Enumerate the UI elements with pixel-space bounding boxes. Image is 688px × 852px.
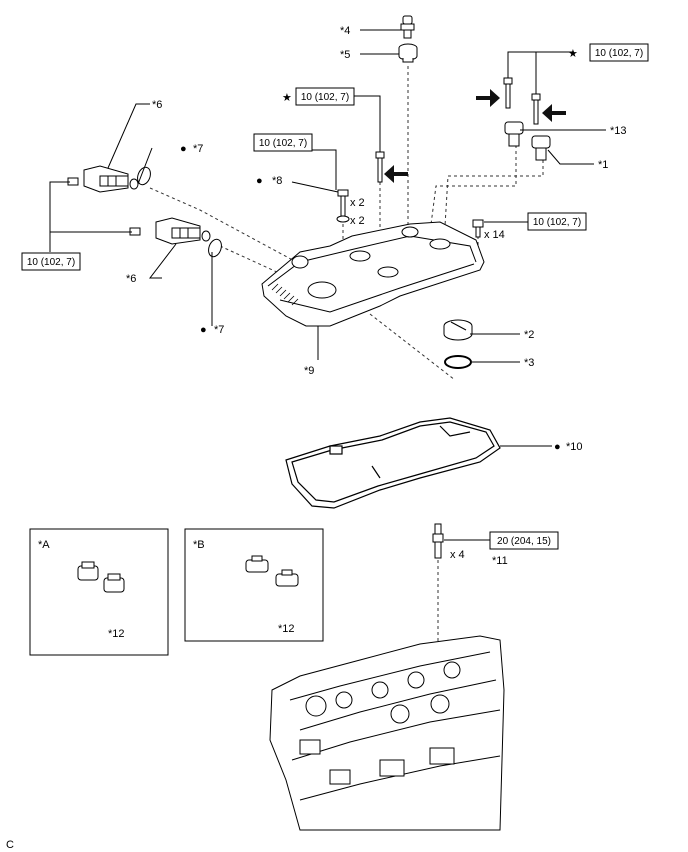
star-icon: ★ — [568, 48, 578, 60]
assembly-lines — [149, 66, 544, 648]
part-6-ocv-upper — [67, 165, 139, 193]
stud-bolt-right-2 — [531, 93, 541, 125]
part-13-cam-sensor — [504, 121, 524, 147]
callout-6-upper: *6 — [152, 99, 162, 111]
callout-7-lower: *7 — [214, 324, 224, 336]
figure-code: C — [6, 839, 14, 851]
leader-lines — [49, 29, 606, 626]
part-6-ocv-lower — [129, 217, 211, 245]
qty-bolt-8: x 2 — [350, 197, 365, 209]
torque-box-spark-plug: 20 (204, 15) — [489, 531, 559, 550]
torque-box-x14: 10 (102, 7) — [527, 212, 587, 231]
inset-a-title: *A — [38, 539, 50, 551]
arrow-right-2 — [542, 104, 566, 122]
torque-value: 10 (102, 7) — [27, 257, 75, 268]
stud-bolt-right-1 — [503, 77, 513, 109]
callout-5: *5 — [340, 49, 350, 61]
callout-12-b: *12 — [278, 623, 295, 635]
torque-value: 20 (204, 15) — [497, 536, 551, 547]
seal-parts-b — [245, 555, 299, 587]
callout-10: *10 — [566, 441, 583, 453]
seal-parts-a — [77, 561, 125, 593]
torque-value: 10 (102, 7) — [301, 92, 349, 103]
dot-icon: ● — [256, 175, 263, 187]
callout-7-upper: *7 — [193, 143, 203, 155]
torque-value: 10 (102, 7) — [259, 138, 307, 149]
star-icon: ★ — [282, 92, 292, 104]
torque-box-left: 10 (102, 7) — [21, 252, 81, 271]
small-bolt-x14 — [472, 219, 484, 238]
callout-4: *4 — [340, 25, 350, 37]
part-9-cylinder-head-cover — [261, 221, 485, 327]
callout-2: *2 — [524, 329, 534, 341]
part-7-oring-lower — [208, 238, 222, 258]
part-1-crank-sensor — [531, 135, 551, 161]
torque-value: 10 (102, 7) — [533, 217, 581, 228]
part-8-bolt — [336, 189, 350, 223]
torque-box-top-right: 10 (102, 7) — [589, 43, 649, 62]
inset-b-title: *B — [193, 539, 205, 551]
dot-icon: ● — [554, 441, 561, 453]
part-3-gasket — [444, 355, 472, 369]
part-10-cover-gasket — [285, 417, 501, 509]
inset-a: *A *12 — [29, 528, 169, 656]
callout-13: *13 — [610, 125, 627, 137]
callout-1: *1 — [598, 159, 608, 171]
callout-12-a: *12 — [108, 628, 125, 640]
callout-9: *9 — [304, 365, 314, 377]
callout-8: *8 — [272, 175, 282, 187]
qty-washer-8: x 2 — [350, 215, 365, 227]
callout-6-lower: *6 — [126, 273, 136, 285]
torque-value: 10 (102, 7) — [595, 48, 643, 59]
dot-icon: ● — [180, 143, 187, 155]
qty-cover-bolts: x 14 — [484, 229, 505, 241]
qty-spark-plugs: x 4 — [450, 549, 465, 561]
callout-3: *3 — [524, 357, 534, 369]
torque-box-bolt-8: 10 (102, 7) — [253, 133, 313, 152]
callout-11: *11 — [492, 555, 508, 567]
inset-b: *B *12 — [184, 528, 324, 642]
part-5-grommet — [398, 43, 418, 63]
dot-icon: ● — [200, 324, 207, 336]
part-11-spark-plug — [432, 523, 444, 559]
arrow-right-1 — [476, 89, 500, 107]
cylinder-head-assembly — [269, 635, 505, 831]
stud-bolt-center — [375, 151, 385, 183]
part-2-oil-filler-cap — [443, 319, 473, 341]
torque-box-top-center: 10 (102, 7) — [295, 87, 355, 106]
part-4-vent-fitting — [400, 15, 415, 39]
part-7-oring-upper — [137, 166, 151, 186]
arrow-center — [384, 165, 408, 183]
